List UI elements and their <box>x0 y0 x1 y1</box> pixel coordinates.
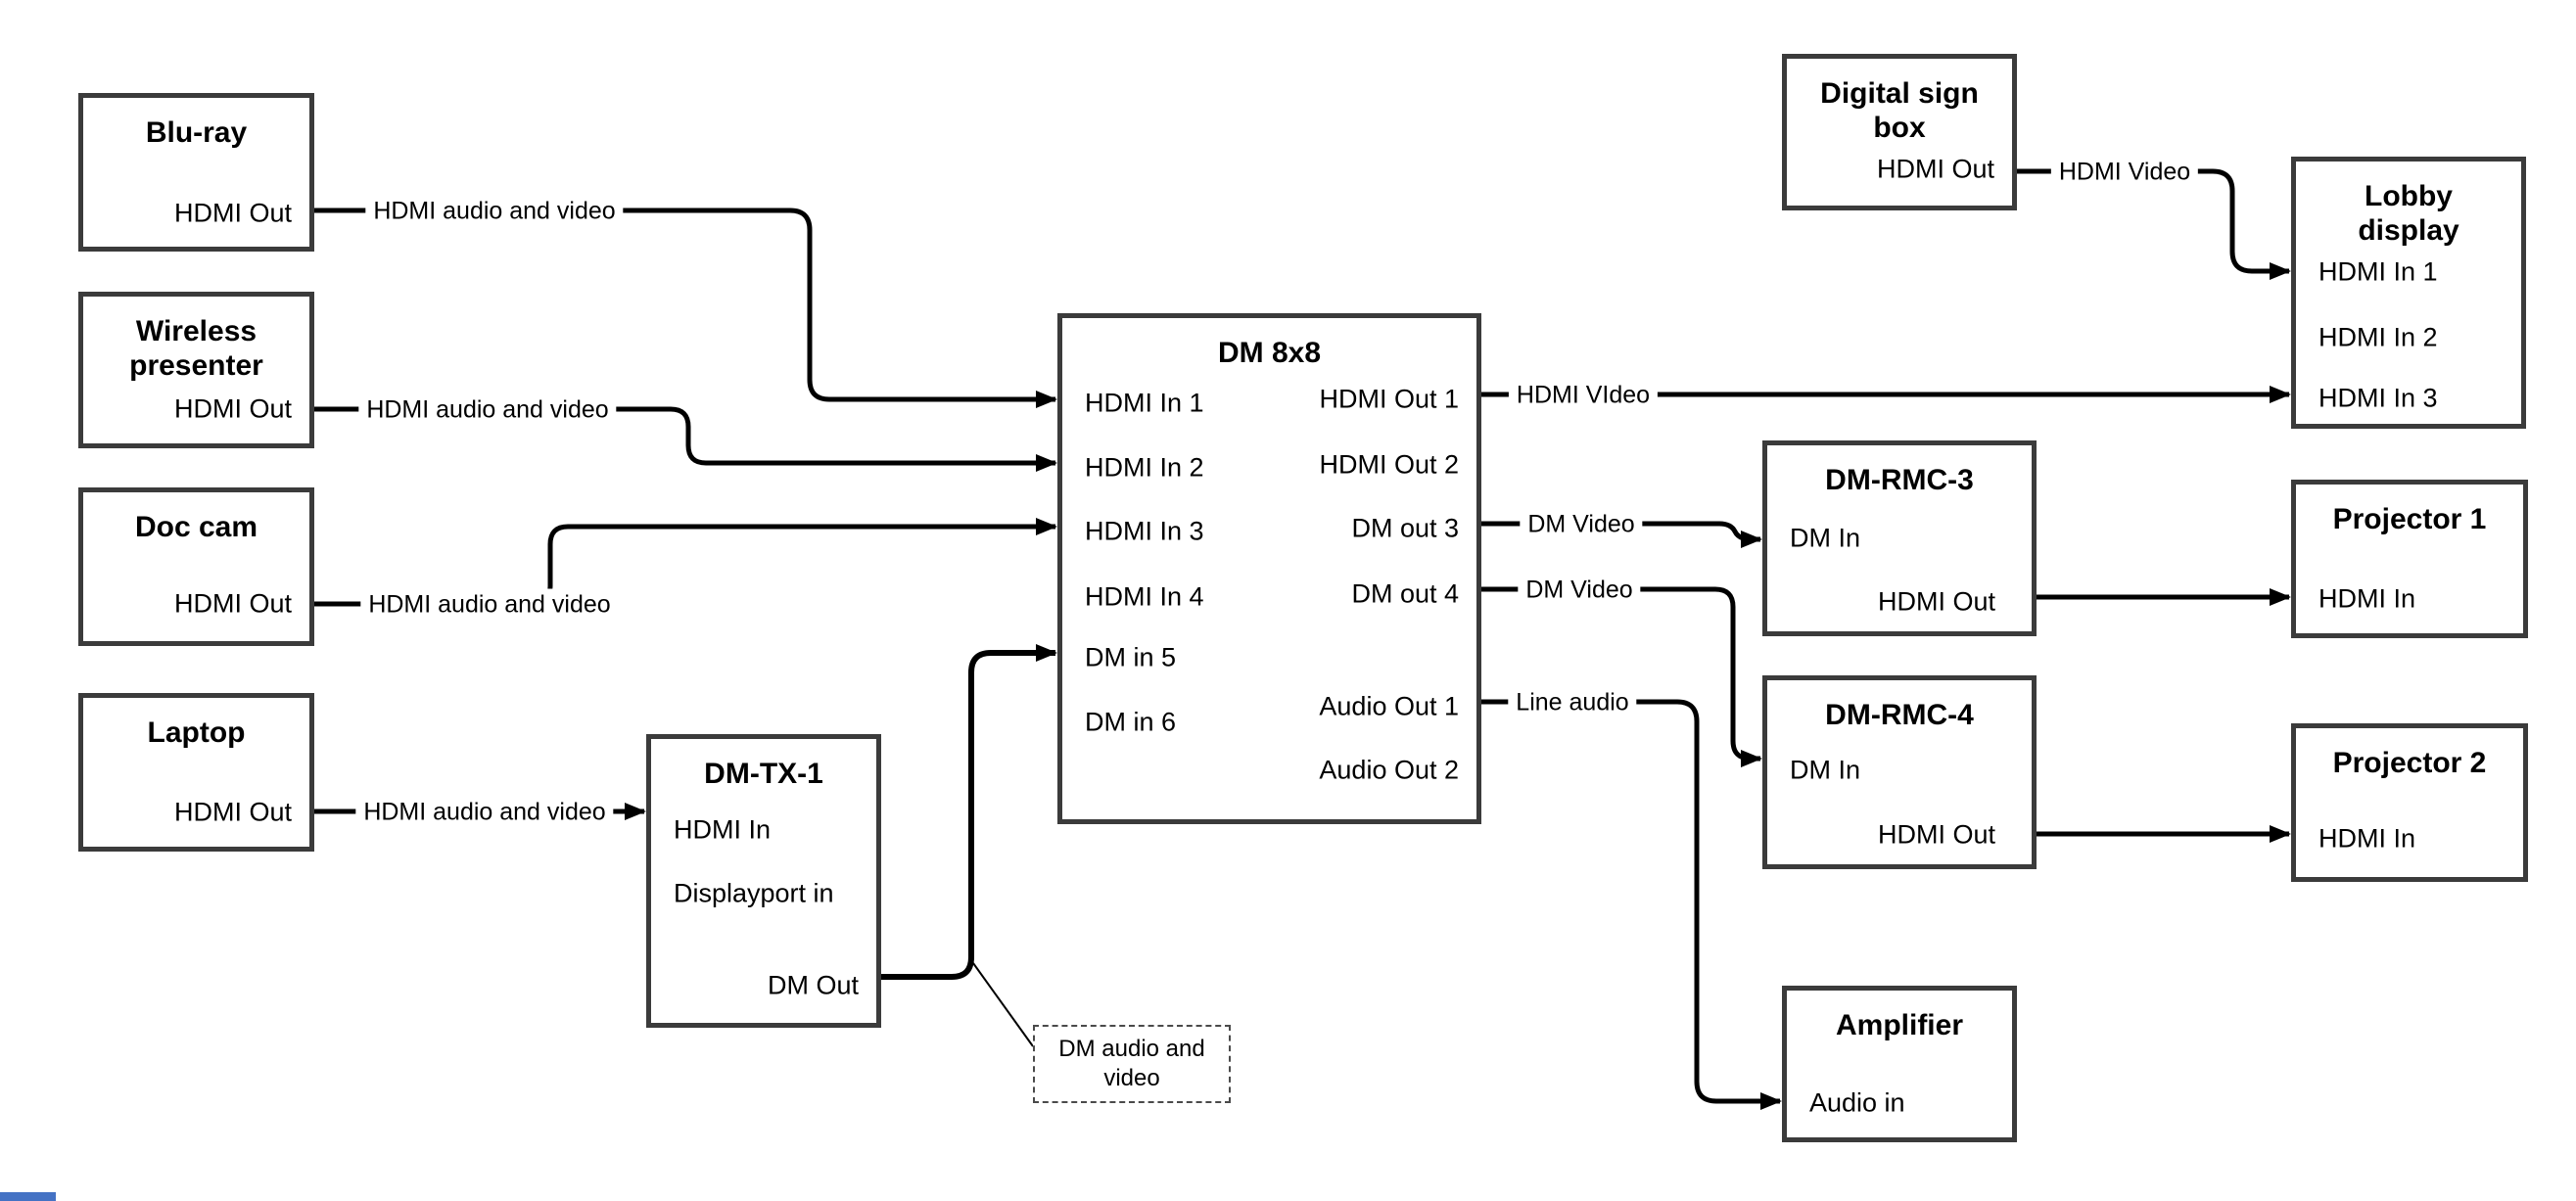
wire-audioout1-amp <box>1481 699 1782 1110</box>
node-title: Lobby display <box>2358 180 2459 247</box>
node-title: Wireless presenter <box>129 315 263 382</box>
node-projector-2: Projector 2 HDMI In <box>2291 723 2528 882</box>
node-title: DM-RMC-3 <box>1825 464 1974 496</box>
node-title: Blu-ray <box>145 116 248 149</box>
port-hdmi-out-2: HDMI Out 2 <box>1319 449 1459 480</box>
port-hdmi-out: HDMI Out <box>173 588 292 619</box>
node-wireless-presenter: Wireless presenter HDMI Out <box>78 292 314 448</box>
port-hdmi-in: HDMI In <box>2318 583 2416 614</box>
port-displayport-in: Displayport in <box>674 878 834 908</box>
port-hdmi-in: HDMI In <box>2318 823 2416 854</box>
wire-dmout3-rmc3 <box>1481 521 1762 548</box>
port-hdmi-out: HDMI Out <box>173 198 292 228</box>
edge-label-line-audio: Line audio <box>1508 686 1637 719</box>
node-laptop: Laptop HDMI Out <box>78 693 314 852</box>
port-dm-out: DM Out <box>767 970 859 1000</box>
port-hdmi-in: HDMI In <box>674 814 772 845</box>
node-title: DM-TX-1 <box>704 758 823 790</box>
port-hdmi-in-1: HDMI In 1 <box>1085 388 1204 418</box>
node-title: Projector 2 <box>2332 747 2487 779</box>
edge-label-dm-video-2: DM Video <box>1518 574 1641 607</box>
node-title: DM 8x8 <box>1217 337 1322 369</box>
edge-label-hdmi-av-2: HDMI audio and video <box>358 393 617 427</box>
node-dm-8x8: DM 8x8 HDMI In 1 HDMI In 2 HDMI In 3 HDM… <box>1057 313 1481 824</box>
node-title: DM-RMC-4 <box>1825 699 1974 731</box>
node-title: Amplifier <box>1835 1009 1964 1041</box>
port-hdmi-in-4: HDMI In 4 <box>1085 581 1204 612</box>
port-dm-in: DM In <box>1790 523 1861 553</box>
note-leader-line <box>972 962 1034 1047</box>
port-hdmi-out: HDMI Out <box>173 797 292 827</box>
node-dm-tx-1: DM-TX-1 HDMI In Displayport in DM Out <box>646 734 881 1028</box>
port-audio-out-1: Audio Out 1 <box>1319 691 1459 721</box>
port-dm-out-4: DM out 4 <box>1351 578 1459 609</box>
port-hdmi-in-2: HDMI In 2 <box>1085 452 1204 483</box>
node-doc-cam: Doc cam HDMI Out <box>78 487 314 646</box>
port-hdmi-in-3: HDMI In 3 <box>1085 516 1204 546</box>
port-dm-in-6: DM in 6 <box>1085 707 1177 737</box>
port-audio-out-2: Audio Out 2 <box>1319 755 1459 785</box>
node-bluray: Blu-ray HDMI Out <box>78 93 314 252</box>
port-dm-out-3: DM out 3 <box>1351 513 1459 543</box>
node-dm-rmc-3: DM-RMC-3 DM In HDMI Out <box>1762 440 2037 636</box>
port-hdmi-out: HDMI Out <box>1877 819 1995 850</box>
edge-label-hdmi-av-4: HDMI audio and video <box>355 796 614 829</box>
port-hdmi-out: HDMI Out <box>1877 586 1995 617</box>
port-dm-in-5: DM in 5 <box>1085 642 1177 672</box>
port-hdmi-in-3: HDMI In 3 <box>2318 383 2438 413</box>
wire-bluray-dm8x8 <box>314 208 1057 408</box>
wire-dmout4-rmc4 <box>1481 586 1762 767</box>
port-hdmi-in-1: HDMI In 1 <box>2318 256 2438 287</box>
port-dm-in: DM In <box>1790 755 1861 785</box>
port-hdmi-in-2: HDMI In 2 <box>2318 322 2438 352</box>
port-audio-in: Audio in <box>1809 1087 1905 1118</box>
node-projector-1: Projector 1 HDMI In <box>2291 480 2528 638</box>
note-text: DM audio and video <box>1058 1036 1205 1091</box>
node-title: Projector 1 <box>2332 503 2487 535</box>
note-dm-audio-video: DM audio and video <box>1033 1025 1231 1103</box>
wire-wireless-dm8x8 <box>314 406 1057 472</box>
node-digital-sign-box: Digital sign box HDMI Out <box>1782 54 2017 210</box>
edge-label-hdmi-av-3: HDMI audio and video <box>360 588 619 622</box>
wire-signbox-lobby <box>2017 168 2291 280</box>
node-amplifier: Amplifier Audio in <box>1782 986 2017 1142</box>
port-hdmi-out: HDMI Out <box>173 393 292 424</box>
node-lobby-display: Lobby display HDMI In 1 HDMI In 2 HDMI I… <box>2291 157 2526 429</box>
node-title: Doc cam <box>134 511 258 543</box>
port-hdmi-out-1: HDMI Out 1 <box>1319 384 1459 414</box>
edge-label-hdmi-video-sign: HDMI Video <box>2050 156 2199 189</box>
port-hdmi-out: HDMI Out <box>1876 154 1994 184</box>
node-title: Digital sign box <box>1820 77 1979 144</box>
bottom-left-blue-strip <box>0 1192 56 1201</box>
edge-label-hdmi-video-main: HDMI VIdeo <box>1508 379 1659 412</box>
node-title: Laptop <box>147 716 246 749</box>
edge-label-hdmi-av-1: HDMI audio and video <box>365 195 624 228</box>
node-dm-rmc-4: DM-RMC-4 DM In HDMI Out <box>1762 675 2037 869</box>
edge-label-dm-video-1: DM Video <box>1520 508 1643 541</box>
wire-dmtx1-dm8x8 <box>881 644 1057 980</box>
